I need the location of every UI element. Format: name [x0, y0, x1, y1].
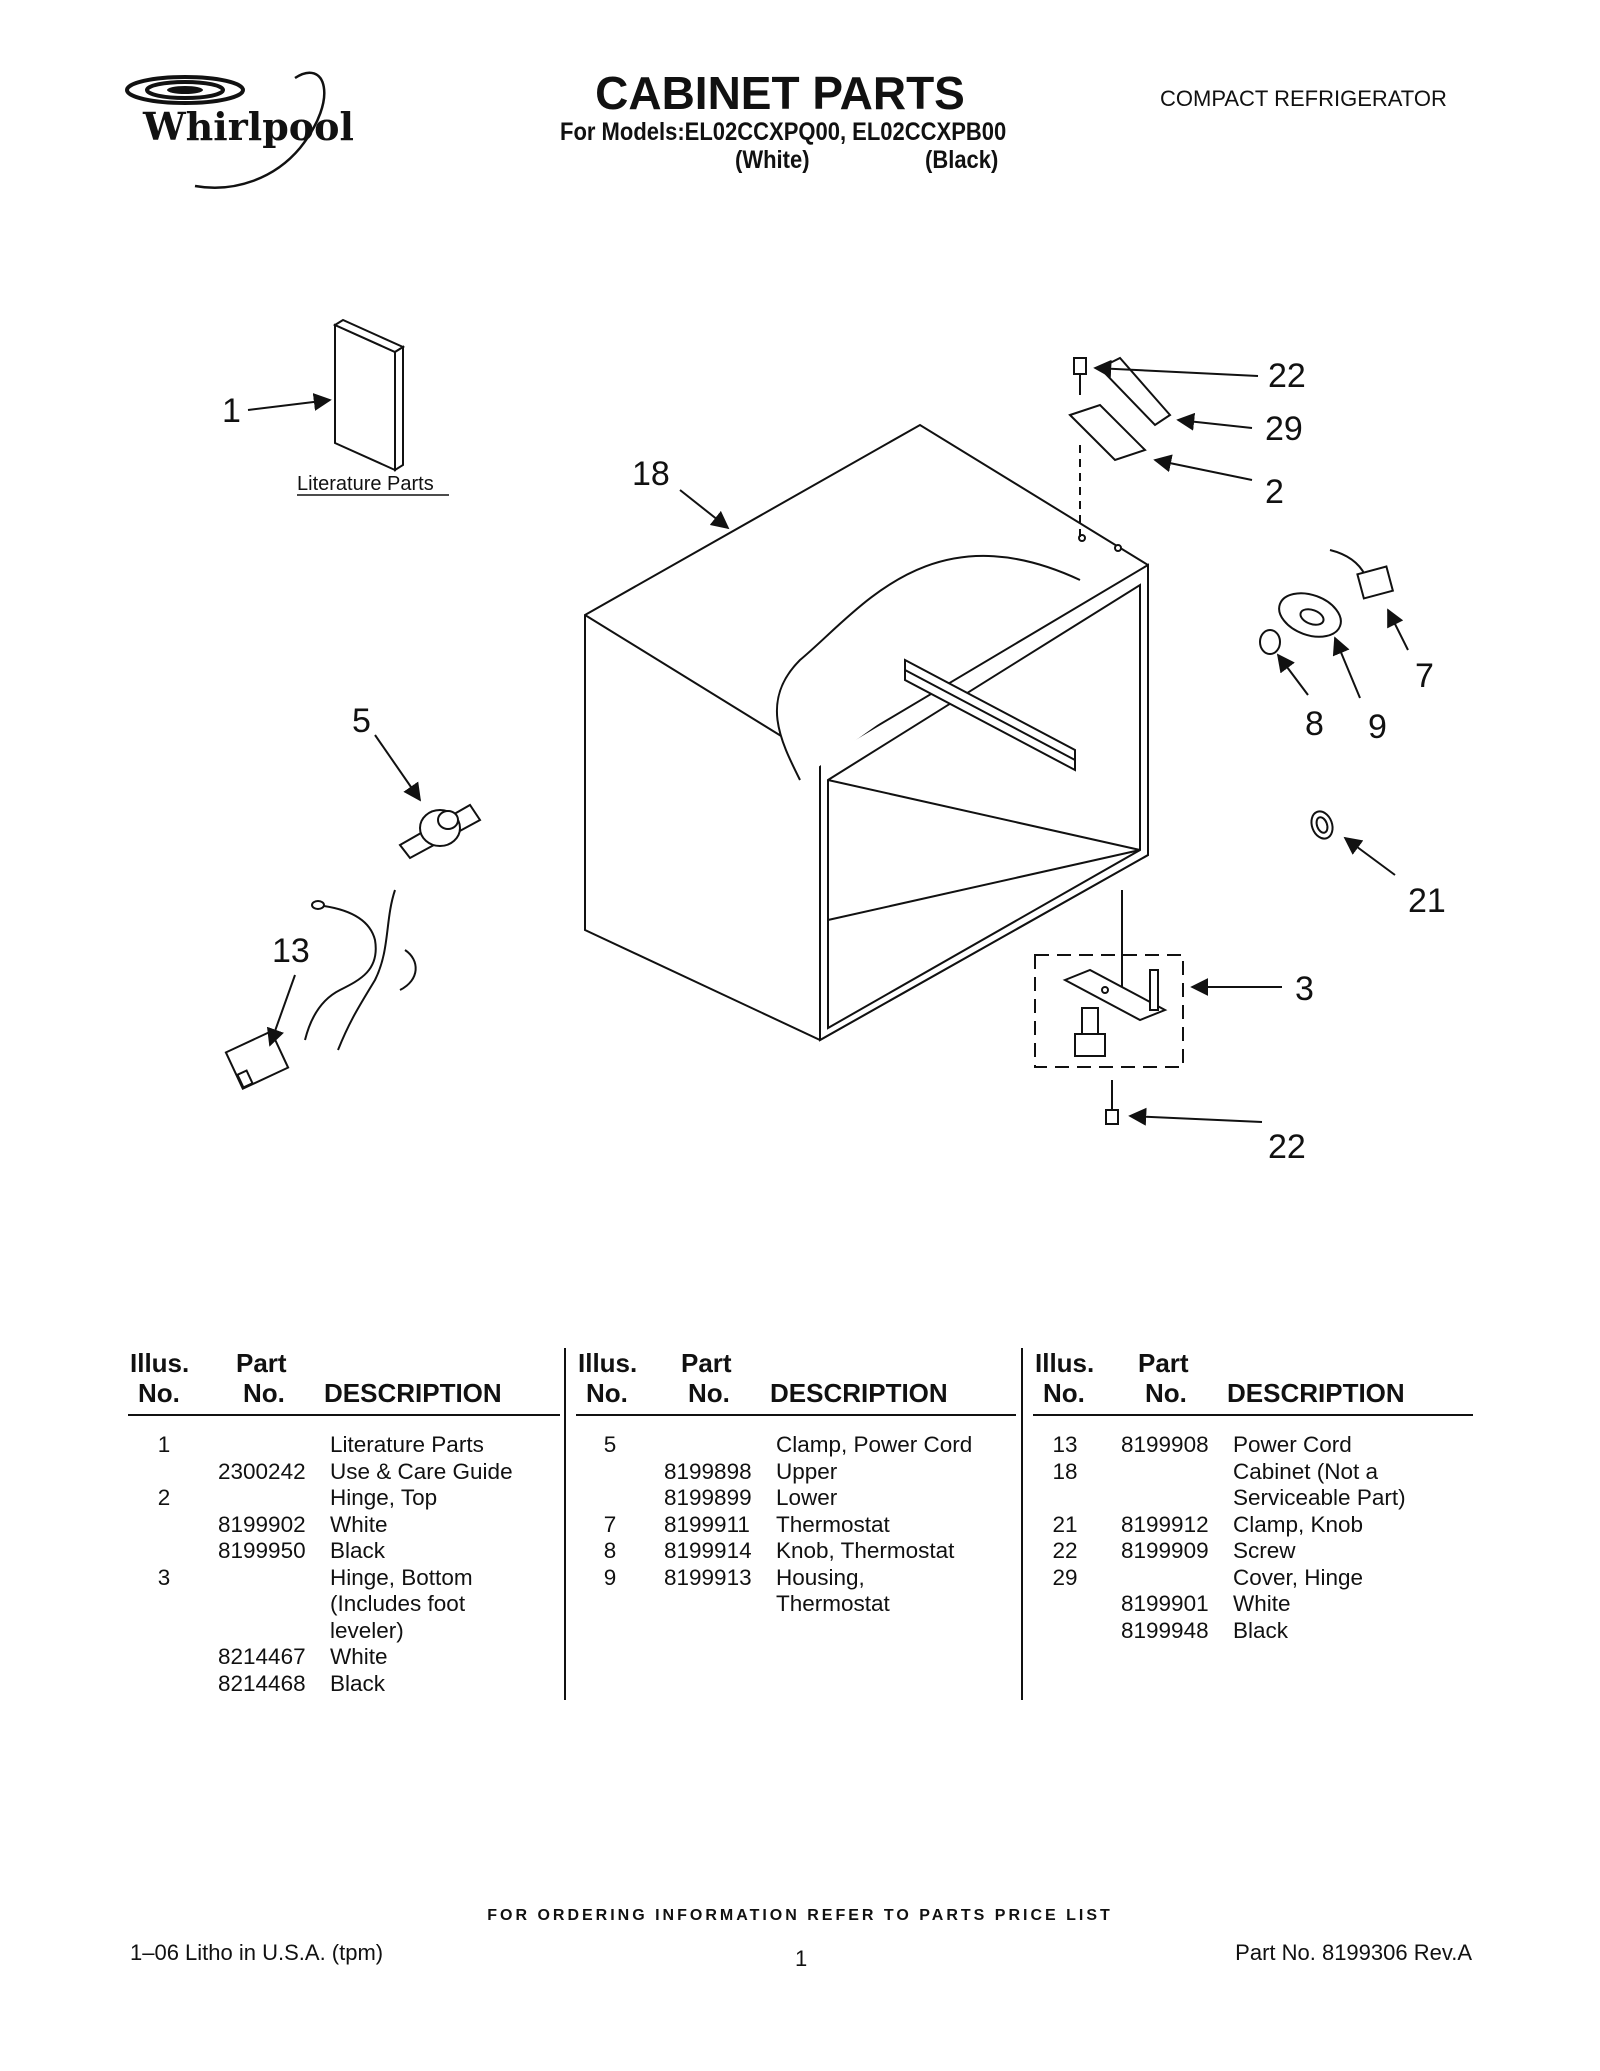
brand-name: Whirlpool [143, 104, 354, 149]
document-part-number: Part No. 8199306 Rev.A [1235, 1940, 1472, 1965]
header-illus: Illus. [578, 1348, 638, 1378]
litho-note: 1–06 Litho in U.S.A. (tpm) [130, 1940, 384, 1965]
header-illus: Illus. [1035, 1348, 1095, 1378]
top-hinge-illustration [1068, 356, 1172, 540]
header-part-no: No. [1145, 1378, 1187, 1408]
callout-9: 9 [1368, 708, 1387, 746]
header-part-no: No. [243, 1378, 285, 1408]
page-number: 1 [795, 1946, 808, 1971]
column-header: Illus. No. Part No. DESCRIPTION [576, 1348, 1016, 1416]
power-cord-illustration [224, 889, 417, 1091]
header-description: DESCRIPTION [1227, 1378, 1405, 1408]
table-row: Thermostat [776, 1591, 890, 1616]
header-part: Part [681, 1348, 732, 1378]
literature-parts-label: Literature Parts [297, 473, 434, 495]
header-illus: Illus. [130, 1348, 190, 1378]
callout-18: 18 [632, 455, 670, 493]
ordering-note: FOR ORDERING INFORMATION REFER TO PARTS … [487, 1907, 1113, 1924]
thermostat-illustration [1259, 549, 1395, 655]
page-title: CABINET PARTS [595, 67, 965, 119]
callout-22-top: 22 [1268, 357, 1306, 395]
model-numbers: For Models:EL02CCXPQ00, EL02CCXPB00 [560, 118, 1007, 146]
bottom-hinge-illustration [1034, 954, 1184, 1068]
callout-3: 3 [1295, 970, 1314, 1008]
callout-7: 7 [1415, 657, 1434, 695]
callout-5: 5 [352, 702, 371, 740]
bottom-screw-illustration [1105, 1080, 1119, 1125]
column-header: Illus. No. Part No. DESCRIPTION [1033, 1348, 1473, 1416]
header-part: Part [236, 1348, 287, 1378]
header-description: DESCRIPTION [324, 1378, 502, 1408]
swirl-icon [125, 71, 326, 189]
variant-white: (White) [735, 146, 810, 174]
callout-1: 1 [222, 392, 241, 430]
column-header: Illus. No. Part No. DESCRIPTION [128, 1348, 560, 1416]
callout-29: 29 [1265, 410, 1303, 448]
product-category: COMPACT REFRIGERATOR [1160, 86, 1447, 111]
whirlpool-logo: Whirlpool [125, 58, 375, 198]
table-row: (Includes foot [330, 1591, 466, 1616]
power-cord-clamp-illustration [398, 803, 482, 860]
table-row: leveler) [330, 1617, 404, 1643]
column-divider [564, 1348, 566, 1700]
literature-booklet-illustration [332, 318, 406, 472]
header-illus-no: No. [138, 1378, 180, 1408]
table-row: Serviceable Part) [1233, 1485, 1406, 1510]
cabinet-illustration [584, 423, 1149, 1042]
callout-2: 2 [1265, 473, 1284, 511]
header-illus-no: No. [586, 1378, 628, 1408]
callout-8: 8 [1305, 705, 1324, 743]
header-description: DESCRIPTION [770, 1378, 948, 1408]
exploded-parts-diagram: 1 Literature Parts 18 22 29 2 [222, 318, 1446, 1166]
header-part: Part [1138, 1348, 1189, 1378]
callout-13: 13 [272, 932, 310, 970]
callout-22-bottom: 22 [1268, 1128, 1306, 1166]
header-illus-no: No. [1043, 1378, 1085, 1408]
variant-black: (Black) [925, 146, 999, 174]
header-part-no: No. [688, 1378, 730, 1408]
callout-21: 21 [1408, 882, 1446, 920]
clamp-knob-illustration [1310, 810, 1334, 840]
column-divider [1021, 1348, 1023, 1700]
